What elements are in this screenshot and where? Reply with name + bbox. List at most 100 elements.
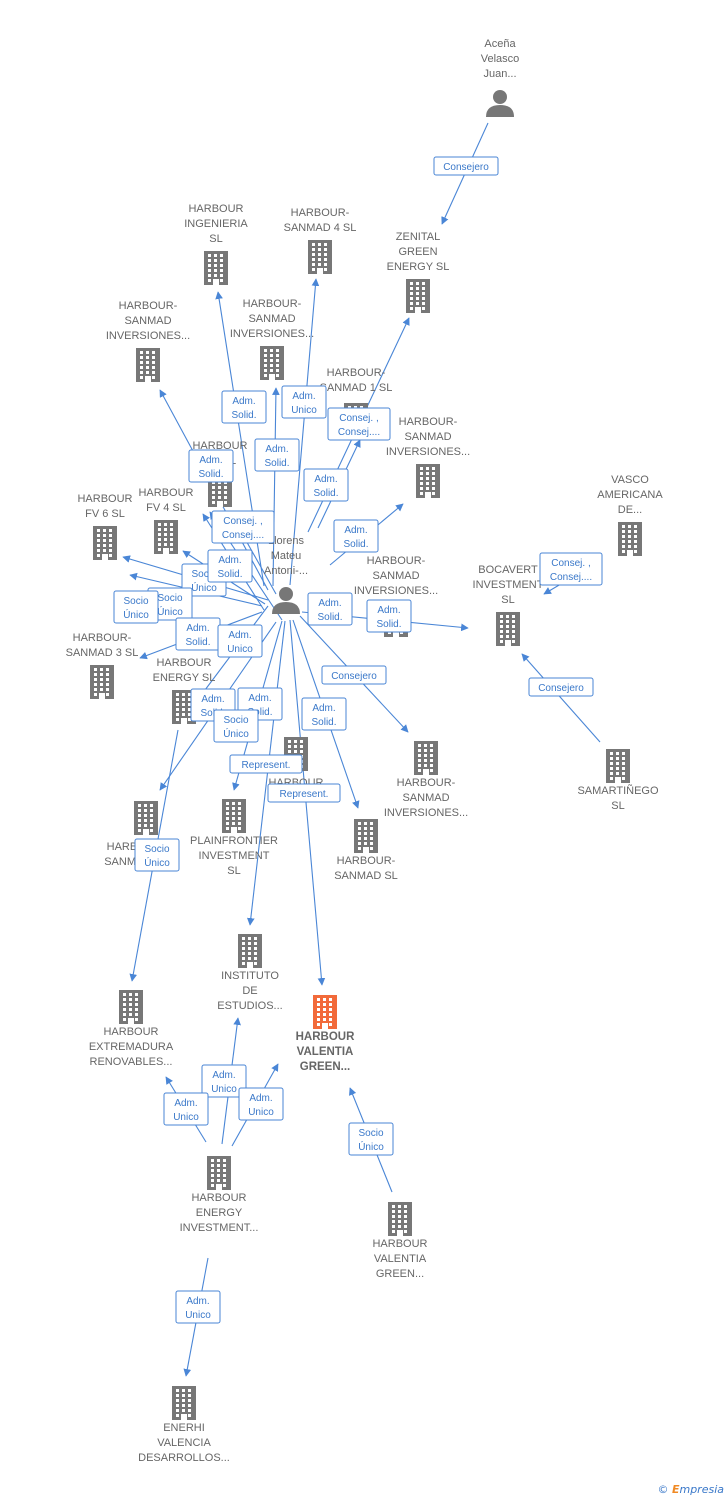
relation-text: Socio (144, 844, 169, 855)
relation-text: Único (123, 608, 149, 621)
relation-label[interactable]: Adm.Solid. (188, 449, 234, 483)
relation-text: Solid. (231, 410, 256, 421)
brand-initial: E (671, 1483, 680, 1496)
node-acena[interactable]: AceñaVelascoJuan... (481, 38, 520, 117)
relation-text: Unico (185, 1310, 211, 1321)
relation-edge (272, 387, 280, 587)
node-label: HARBOUR (192, 440, 247, 452)
node-sanmad4[interactable]: HARBOUR-SANMAD 4 SL (284, 207, 357, 274)
node-vasco[interactable]: VASCO AMERICANA DE... (597, 474, 663, 556)
relation-label[interactable]: Consej. ,Consej.... (327, 407, 391, 441)
node-label: Juan... (483, 68, 516, 80)
node-label: SANMAD (372, 570, 419, 582)
node-label: SANMAD 3 SL (66, 647, 139, 659)
node-llorens[interactable]: LlorensMateuAntoni-... (264, 535, 308, 614)
relation-label[interactable]: Adm.Unico (175, 1290, 221, 1324)
node-valentia2[interactable]: HARBOURVALENTIAGREEN... (372, 1202, 428, 1280)
relation-text: Adm. (344, 525, 367, 536)
node-label: DESARROLLOS... (138, 1452, 230, 1464)
node-sanmad3[interactable]: HARBOUR- SANMAD 3 SL (66, 632, 139, 699)
relation-label[interactable]: Adm.Solid. (366, 599, 412, 633)
node-extremadura[interactable]: HARBOUREXTREMADURARENOVABLES... (89, 990, 174, 1068)
relation-label[interactable]: Represent. (229, 754, 303, 774)
node-label: Llorens (268, 535, 305, 547)
relation-label[interactable]: Adm.Unico (163, 1092, 209, 1126)
node-label: FV 6 SL (85, 508, 125, 520)
relation-text: Solid. (376, 619, 401, 630)
relation-label[interactable]: Consej. ,Consej.... (211, 510, 275, 544)
node-inv_b[interactable]: HARBOUR-SANMADINVERSIONES... (230, 298, 314, 380)
relation-text: Consejero (331, 671, 377, 682)
node-label: GREEN... (300, 1061, 350, 1073)
node-label: HARBOUR (138, 487, 193, 499)
relation-text: Solid. (311, 717, 336, 728)
brand-logo[interactable]: Empresia (672, 1483, 724, 1496)
node-instituto[interactable]: INSTITUTODEESTUDIOS... (217, 934, 283, 1012)
relation-label[interactable]: Adm.Unico (217, 624, 263, 658)
relation-text: Socio (223, 715, 248, 726)
relation-label[interactable]: Consejero (433, 156, 499, 176)
building-icon (354, 819, 378, 853)
node-label: BOCAVERT (478, 564, 538, 576)
node-label: SL (209, 233, 222, 245)
relation-text: Consej.... (222, 530, 264, 541)
node-label: VASCO (611, 474, 649, 486)
relation-label[interactable]: Adm.Solid. (333, 519, 379, 553)
relation-label[interactable]: Adm.Unico (238, 1087, 284, 1121)
relation-label[interactable]: Adm.Unico (281, 385, 327, 419)
relation-text: Represent. (242, 760, 291, 771)
node-label: DE (242, 985, 257, 997)
node-energy_inv[interactable]: HARBOURENERGYINVESTMENT... (180, 1156, 259, 1234)
relation-label[interactable]: Adm.Solid. (175, 617, 221, 651)
node-label: INSTITUTO (221, 970, 279, 982)
copyright-symbol: © (657, 1483, 669, 1496)
relation-label[interactable]: Adm. Solid. (301, 697, 347, 731)
relation-label[interactable]: Adm.Solid. (303, 468, 349, 502)
node-label: INGENIERIA (184, 218, 248, 230)
relation-label[interactable]: Adm.Solid. (307, 592, 353, 626)
footer-credit[interactable]: © Empresia (657, 1483, 724, 1496)
node-sanmad_sl[interactable]: HARBOUR-SANMAD SL (334, 819, 398, 882)
relation-text: Adm. (174, 1098, 197, 1109)
relation-label[interactable]: Adm.Solid. (207, 549, 253, 583)
relation-text: Adm. (186, 623, 209, 634)
relation-text: Único (223, 727, 249, 740)
relation-label[interactable]: Represent. (267, 783, 341, 803)
relation-label[interactable]: Consejero (321, 665, 387, 685)
node-label: SANMAD (124, 315, 171, 327)
node-label: DE... (618, 504, 642, 516)
node-label: SANMAD (404, 431, 451, 443)
building-icon (308, 240, 332, 274)
node-inv_c[interactable]: HARBOUR-SANMADINVERSIONES... (386, 416, 470, 498)
node-label: HARBOUR- (73, 632, 132, 644)
relation-label[interactable]: Adm.Unico (201, 1064, 247, 1098)
brand-name: mpresia (679, 1483, 724, 1496)
node-valentia[interactable]: HARBOURVALENTIAGREEN... (296, 995, 355, 1073)
node-label: AMERICANA (597, 489, 663, 501)
node-label: Mateu (271, 550, 302, 562)
relation-label[interactable]: Adm.Solid. (221, 390, 267, 424)
node-label: HARBOUR- (327, 367, 386, 379)
relation-label[interactable]: Consejero (528, 677, 594, 697)
relation-label[interactable]: Consej. ,Consej.... (539, 552, 603, 586)
node-label: INVERSIONES... (230, 328, 314, 340)
node-label: SL (227, 865, 240, 877)
node-inv_a[interactable]: HARBOUR-SANMADINVERSIONES... (106, 300, 190, 382)
relation-text: Adm. (312, 703, 335, 714)
node-enerhi[interactable]: ENERHIVALENCIADESARROLLOS... (138, 1386, 230, 1464)
node-inv_e[interactable]: HARBOUR-SANMADINVERSIONES... (384, 741, 468, 819)
relation-text: Unico (291, 405, 317, 416)
relation-label[interactable]: Adm.Solid. (254, 438, 300, 472)
